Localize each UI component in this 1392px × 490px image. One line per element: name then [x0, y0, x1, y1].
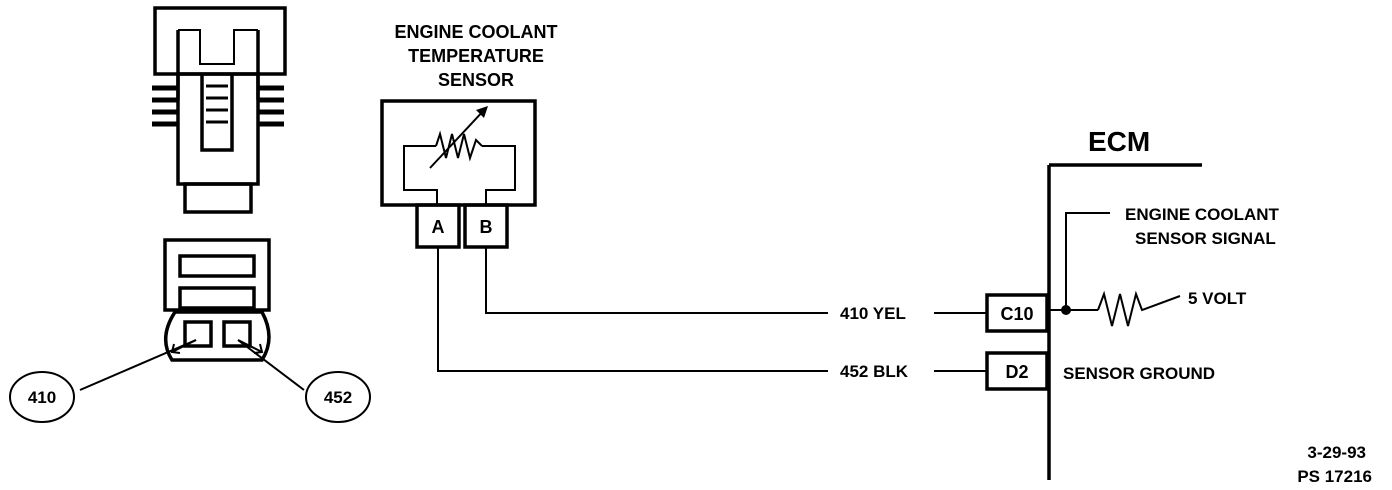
figure-reference: 3-29-93 PS 17216	[1297, 443, 1372, 486]
plug-ribs	[152, 85, 284, 127]
receptacle-face	[164, 310, 271, 362]
receptacle-body	[163, 238, 271, 312]
ecm-pin-d2-label: D2	[1005, 362, 1028, 382]
wire-410-label: 410 YEL	[840, 304, 906, 323]
sensor-pin-b-label: B	[480, 217, 493, 237]
figure-date: 3-29-93	[1307, 443, 1366, 462]
callout-452: 452	[305, 371, 371, 423]
callout-leader-410	[79, 339, 197, 391]
sensor-title: ENGINE COOLANT TEMPERATURE SENSOR	[394, 22, 557, 90]
volt-label: 5 VOLT	[1188, 289, 1247, 308]
ecm-pin-c10-label: C10	[1000, 304, 1033, 324]
figure-ref-number: PS 17216	[1297, 467, 1372, 486]
callout-410: 410	[9, 371, 75, 423]
callout-452-label: 452	[324, 388, 352, 407]
ecm-title: ECM	[1088, 126, 1150, 157]
sensor-title-line1: ENGINE COOLANT	[394, 22, 557, 42]
pullup-resistor-icon	[1097, 290, 1181, 327]
sensor-pin-a-label: A	[432, 217, 445, 237]
coolant-temp-sensor: A B	[380, 99, 537, 249]
ecm-pin-d2	[985, 351, 1049, 391]
thermistor-icon	[435, 130, 483, 162]
connector-illustration	[79, 6, 305, 391]
callout-leader-452	[237, 339, 305, 391]
sensor-ground-label: SENSOR GROUND	[1063, 364, 1215, 383]
plug-bottom	[183, 182, 253, 214]
terminal-410	[183, 320, 213, 348]
sensor-title-line2: TEMPERATURE	[408, 46, 544, 66]
signal-label-line1: ENGINE COOLANT	[1125, 205, 1280, 224]
callout-410-label: 410	[28, 388, 56, 407]
plug-rib-section	[176, 72, 260, 186]
terminal-452	[222, 320, 252, 348]
ecm-pin-c10	[985, 293, 1049, 333]
sensor-title-line3: SENSOR	[438, 70, 514, 90]
wire-452-blk: 452 BLK	[437, 247, 986, 381]
signal-label-line2: SENSOR SIGNAL	[1135, 229, 1276, 248]
ecm-block: ECM C10 D2 ENGINE COOLANT SENSOR SIGNAL …	[985, 126, 1280, 480]
wire-452-label: 452 BLK	[840, 362, 909, 381]
wire-410-yel: 410 YEL	[485, 247, 986, 323]
